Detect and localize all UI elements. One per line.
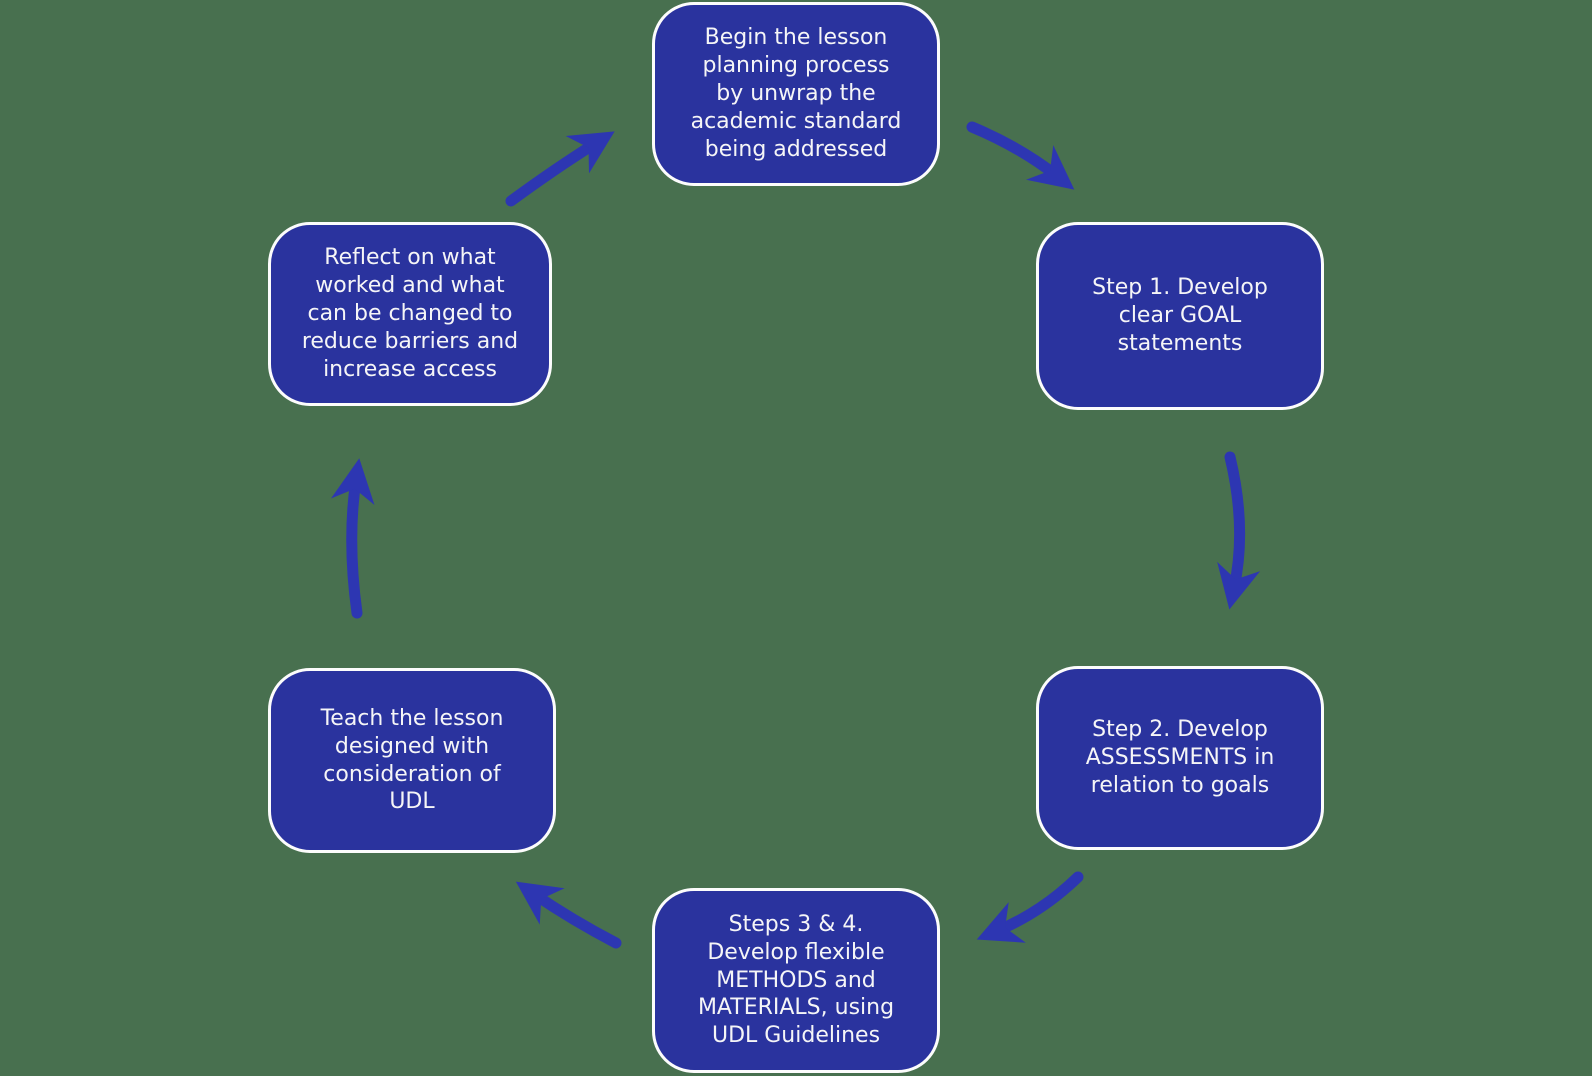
node-begin-label: Begin the lesson planning process by unw… (690, 25, 902, 162)
arrow-step1-to-step2 (1217, 451, 1261, 610)
node-reflect: Reflect on what worked and what can be c… (268, 222, 552, 406)
node-step1-goal-statements: Step 1. Develop clear GOAL statements (1036, 222, 1324, 410)
arrow-steps34-to-teach (515, 881, 622, 949)
node-step1-label: Step 1. Develop clear GOAL statements (1092, 275, 1268, 356)
arrow-begin-to-step1 (966, 121, 1075, 190)
node-begin-lesson-planning: Begin the lesson planning process by unw… (652, 2, 940, 186)
node-steps3-4-methods-materials: Steps 3 & 4. Develop flexible METHODS an… (652, 888, 940, 1073)
arrow-step2-to-steps34 (976, 871, 1084, 943)
arrow-teach-to-reflect (330, 458, 375, 619)
node-step2-label: Step 2. Develop ASSESSMENTS in relation … (1085, 717, 1275, 798)
arrow-reflect-to-begin (505, 131, 615, 207)
node-teach-lesson: Teach the lesson designed with considera… (268, 668, 556, 853)
node-steps34-label: Steps 3 & 4. Develop flexible METHODS an… (697, 911, 895, 1049)
node-reflect-label: Reflect on what worked and what can be c… (301, 245, 519, 382)
node-step2-assessments: Step 2. Develop ASSESSMENTS in relation … (1036, 666, 1324, 850)
node-teach-label: Teach the lesson designed with considera… (320, 705, 504, 815)
